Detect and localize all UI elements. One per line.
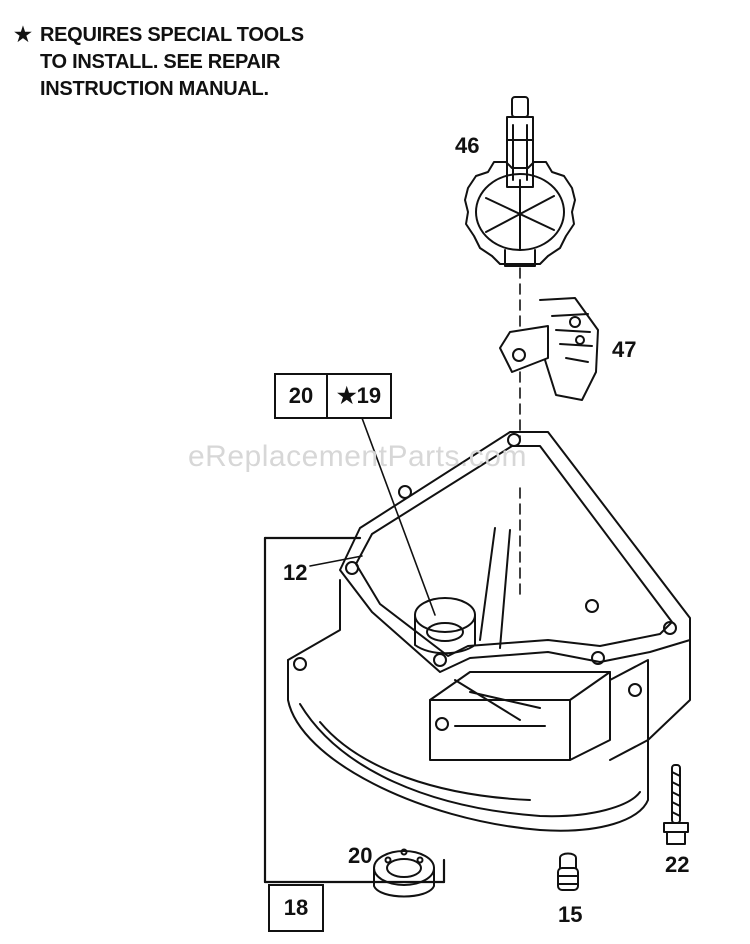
kit-box-20: 20 <box>274 373 328 419</box>
callout-20-seal: 20 <box>348 843 373 868</box>
callout-12: 12 <box>283 560 308 585</box>
assembly-box-18: 18 <box>268 884 324 932</box>
star-icon: ★ <box>14 24 32 46</box>
note-line-3: INSTRUCTION MANUAL. <box>40 78 269 100</box>
sump-cover-part-12 <box>287 431 691 832</box>
plug-part-15 <box>557 852 579 891</box>
leader-lines <box>309 417 436 616</box>
watermark: eReplacementParts.com <box>188 440 527 473</box>
governor-bracket-part-47 <box>499 297 599 401</box>
callout-22: 22 <box>665 852 690 877</box>
special-tools-note: ★REQUIRES SPECIAL TOOLS TO INSTALL. SEE … <box>14 22 304 103</box>
callout-15: 15 <box>558 902 583 927</box>
assembly-bracket <box>263 536 446 884</box>
note-line-1: ★REQUIRES SPECIAL TOOLS <box>14 22 304 49</box>
gear-shaft-part-46 <box>464 96 576 267</box>
bolt-part-22 <box>663 764 689 845</box>
callout-46: 46 <box>455 133 480 158</box>
kit-box-19: ★19 <box>326 373 392 419</box>
oil-seal-part-20 <box>373 848 435 898</box>
callout-47: 47 <box>612 337 637 362</box>
note-line-2: TO INSTALL. SEE REPAIR <box>40 51 281 73</box>
